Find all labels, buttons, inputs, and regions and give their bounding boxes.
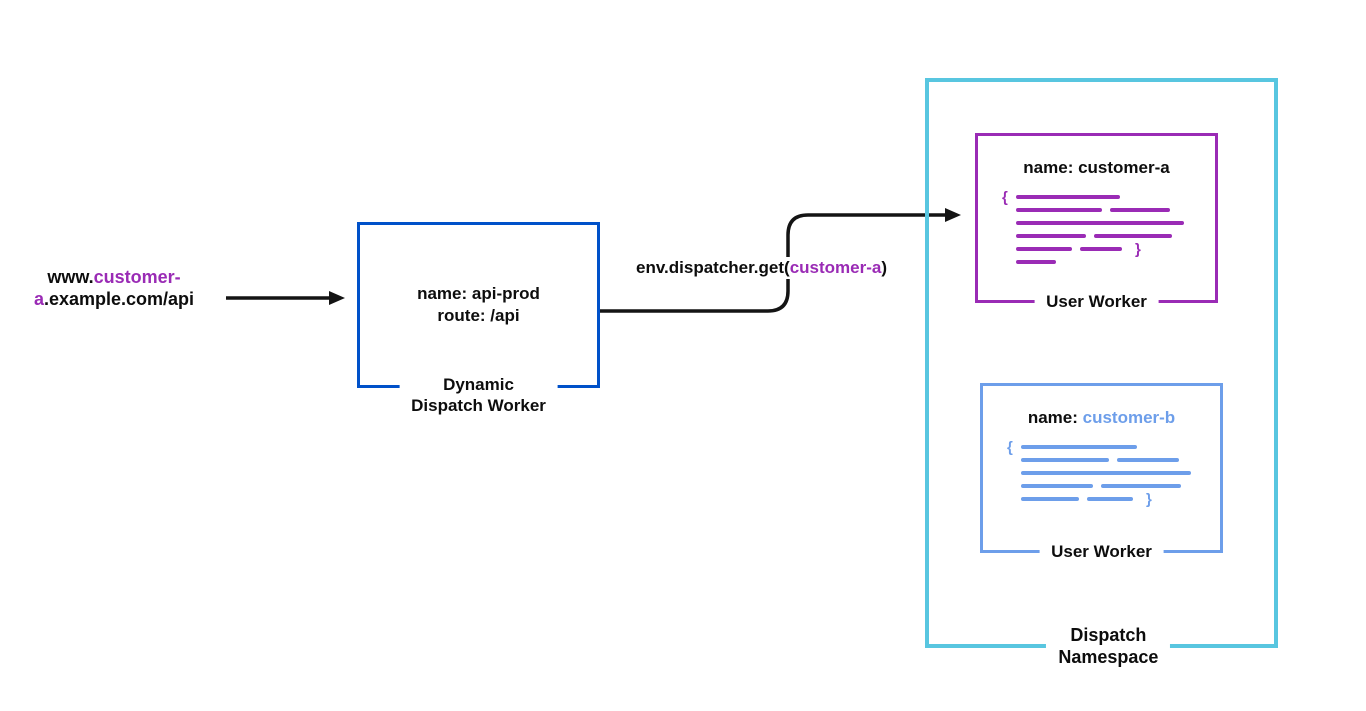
code-segment bbox=[1016, 208, 1102, 212]
code-segment bbox=[1087, 497, 1133, 501]
dispatch-worker-name: name: api-prod bbox=[417, 284, 540, 303]
dynamic-dispatch-worker-label: Dynamic Dispatch Worker bbox=[399, 374, 558, 416]
call-prefix: env.dispatcher.get( bbox=[636, 258, 790, 277]
worker-b-name-prefix: name: bbox=[1027, 408, 1083, 427]
code-segment bbox=[1016, 195, 1120, 199]
code-segment bbox=[1101, 484, 1181, 488]
code-segment bbox=[1110, 208, 1170, 212]
close-brace: } bbox=[1146, 490, 1152, 508]
namespace-label-line1: Dispatch bbox=[1070, 625, 1147, 645]
dispatch-label-line2: Dispatch Worker bbox=[411, 396, 546, 415]
code-segment bbox=[1016, 221, 1184, 225]
call-suffix: ) bbox=[881, 258, 887, 277]
code-segment bbox=[1021, 497, 1079, 501]
worker-b-name: name: customer-b bbox=[983, 408, 1220, 428]
open-brace: { bbox=[1007, 439, 1013, 456]
dynamic-dispatch-worker-box: name: api-prod route: /api Dynamic Dispa… bbox=[357, 222, 600, 416]
worker-a-code-snippet: { } bbox=[1002, 190, 1215, 264]
url-customer-part1: customer- bbox=[93, 267, 181, 287]
url-customer-part2: a bbox=[33, 289, 44, 309]
code-line bbox=[1016, 195, 1215, 199]
user-worker-b-label: User Worker bbox=[1039, 541, 1164, 562]
code-line: } bbox=[1016, 242, 1215, 257]
dispatch-worker-config: name: api-prod route: /api bbox=[360, 225, 597, 385]
dispatcher-call-label: env.dispatcher.get(customer-a) bbox=[632, 257, 891, 279]
code-line bbox=[1016, 221, 1215, 225]
worker-b-name-value: customer-b bbox=[1082, 408, 1176, 427]
open-brace: { bbox=[1002, 189, 1008, 206]
dispatch-worker-route: route: /api bbox=[437, 306, 520, 325]
code-segment bbox=[1021, 471, 1191, 475]
dispatch-label-line1: Dynamic bbox=[443, 375, 514, 394]
namespace-label-line2: Namespace bbox=[1058, 647, 1159, 667]
code-segment bbox=[1016, 260, 1056, 264]
code-line bbox=[1021, 445, 1220, 449]
code-segment bbox=[1016, 247, 1072, 251]
code-segment bbox=[1021, 458, 1109, 462]
code-line bbox=[1016, 234, 1215, 238]
url-prefix: www. bbox=[47, 267, 94, 287]
code-segment bbox=[1016, 234, 1086, 238]
code-segment bbox=[1094, 234, 1172, 238]
code-line bbox=[1021, 458, 1220, 462]
code-line: } bbox=[1021, 492, 1220, 507]
code-segment bbox=[1021, 445, 1137, 449]
code-line bbox=[1021, 484, 1220, 488]
user-worker-a-label: User Worker bbox=[1034, 291, 1159, 312]
code-segment bbox=[1080, 247, 1122, 251]
url-suffix: .example.com/api bbox=[43, 289, 195, 309]
worker-b-code-snippet: { } bbox=[1007, 440, 1220, 507]
code-segment bbox=[1021, 484, 1093, 488]
request-url: www.customer- a.example.com/api bbox=[8, 266, 220, 310]
user-worker-a-box: name: customer-a { } User Worker bbox=[975, 133, 1218, 312]
dispatch-namespace-box: name: customer-a { } User Worker name: c… bbox=[925, 78, 1278, 668]
call-arg: customer-a bbox=[789, 258, 882, 277]
code-line bbox=[1016, 260, 1215, 264]
close-brace: } bbox=[1135, 240, 1141, 258]
worker-a-name: name: customer-a bbox=[1023, 158, 1170, 177]
dispatch-namespace-label: Dispatch Namespace bbox=[1046, 624, 1171, 668]
code-line bbox=[1016, 208, 1215, 212]
user-worker-b-box: name: customer-b { } User Worker bbox=[980, 383, 1223, 562]
code-segment bbox=[1117, 458, 1179, 462]
code-line bbox=[1021, 471, 1220, 475]
